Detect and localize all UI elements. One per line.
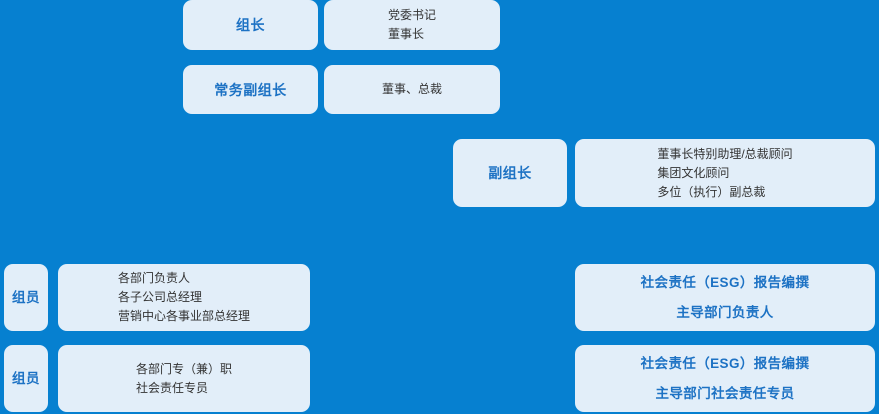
card-esg-member-2[interactable]: 社会责任（ESG）报告编撰 主导部门社会责任专员 [575, 345, 875, 412]
esg-line: 社会责任（ESG）报告编撰 [640, 274, 810, 290]
card-esg-member-1[interactable]: 社会责任（ESG）报告编撰 主导部门负责人 [575, 264, 875, 331]
detail-line: 多位（执行）副总裁 [657, 184, 766, 199]
detail-lines-member-2: 各部门专（兼）职 社会责任专员 [136, 360, 232, 398]
esg-line: 主导部门社会责任专员 [655, 385, 795, 401]
detail-lines-member-1: 各部门负责人 各子公司总经理 营销中心各事业部总经理 [118, 269, 250, 326]
detail-lines-executive-deputy-leader: 董事、总裁 [382, 80, 442, 99]
esg-lines-member-2: 社会责任（ESG）报告编撰 主导部门社会责任专员 [641, 349, 810, 409]
detail-lines-group-leader: 党委书记 董事长 [388, 6, 436, 44]
detail-line: 董事长特别助理/总裁顾问 [657, 146, 793, 161]
esg-line: 社会责任（ESG）报告编撰 [640, 355, 810, 371]
card-detail-member-1[interactable]: 各部门负责人 各子公司总经理 营销中心各事业部总经理 [58, 264, 310, 331]
card-tag-member-2[interactable]: 组员 [4, 345, 48, 412]
role-label-group-leader: 组长 [236, 17, 265, 33]
card-detail-deputy-leader[interactable]: 董事长特别助理/总裁顾问 集团文化顾问 多位（执行）副总裁 [575, 139, 875, 207]
card-detail-executive-deputy-leader[interactable]: 董事、总裁 [324, 65, 500, 114]
detail-line: 营销中心各事业部总经理 [117, 309, 250, 323]
detail-line: 各子公司总经理 [117, 290, 202, 304]
esg-lines-member-1: 社会责任（ESG）报告编撰 主导部门负责人 [641, 268, 810, 328]
detail-line: 董事、总裁 [381, 82, 442, 96]
role-label-deputy-leader: 副组长 [488, 165, 532, 181]
card-role-group-leader[interactable]: 组长 [183, 0, 318, 50]
card-detail-member-2[interactable]: 各部门专（兼）职 社会责任专员 [58, 345, 310, 412]
detail-line: 集团文化顾问 [657, 165, 730, 180]
tag-label-member-2: 组员 [12, 370, 40, 386]
detail-line: 党委书记 [387, 8, 436, 22]
card-tag-member-1[interactable]: 组员 [4, 264, 48, 331]
esg-line: 主导部门负责人 [676, 304, 774, 320]
tag-label-member-1: 组员 [12, 289, 40, 305]
detail-lines-deputy-leader: 董事长特别助理/总裁顾问 集团文化顾问 多位（执行）副总裁 [657, 145, 792, 202]
detail-line: 董事长 [387, 27, 424, 41]
card-detail-group-leader[interactable]: 党委书记 董事长 [324, 0, 500, 50]
detail-line: 各部门专（兼）职 [135, 361, 232, 376]
card-role-deputy-leader[interactable]: 副组长 [453, 139, 567, 207]
role-label-executive-deputy-leader: 常务副组长 [214, 81, 287, 98]
detail-line: 各部门负责人 [117, 271, 190, 285]
detail-line: 社会责任专员 [135, 380, 208, 395]
card-role-executive-deputy-leader[interactable]: 常务副组长 [183, 65, 318, 114]
